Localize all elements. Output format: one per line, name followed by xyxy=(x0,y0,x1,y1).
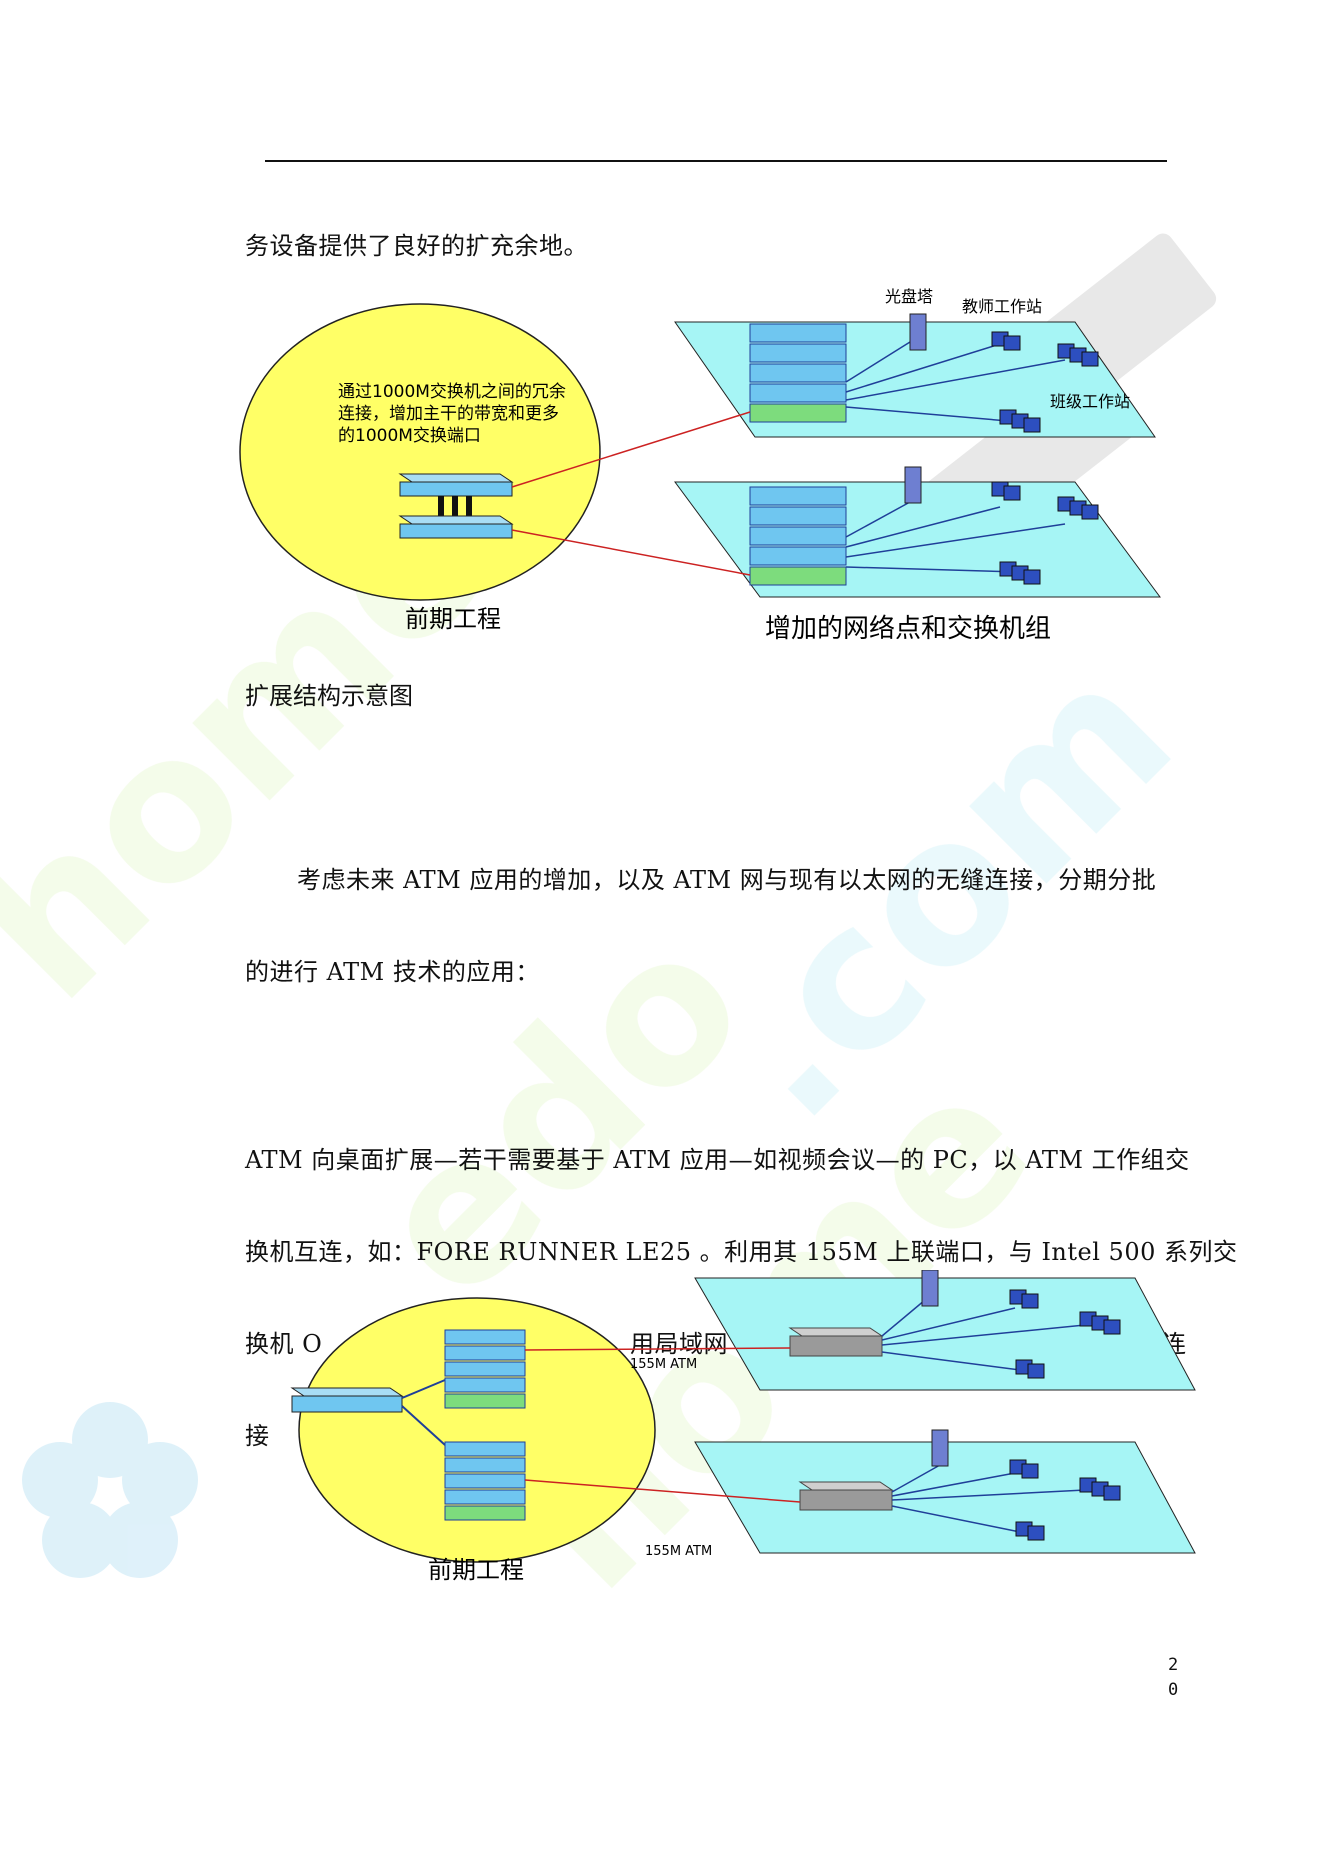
paragraph-text: 换机互连，如：FORE RUNNER LE25 。利用其 155M 上联端口，与… xyxy=(245,1238,1238,1266)
page-number-line-2: 0 xyxy=(1168,1680,1179,1700)
atm-server-icon-2 xyxy=(931,1429,949,1467)
paragraph-text: 接 xyxy=(245,1422,270,1450)
atm-core-ellipse xyxy=(298,1297,656,1563)
switch-stack-bottom xyxy=(749,486,847,586)
flower-logo-icon xyxy=(22,1402,198,1578)
atm-diagram: 155M ATM 155M ATM 前期工程 xyxy=(290,1270,1196,1584)
atm-workgroup-switch-bottom xyxy=(798,1481,894,1511)
expansion-diagram: 通过1000M交换机之间的冗余 连接，增加主干的带宽和更多 的1000M交换端口… xyxy=(239,287,1161,644)
atm-switch-stack-bottom xyxy=(444,1441,526,1521)
header-rule xyxy=(265,160,1167,162)
paragraph-text: 换机 O xyxy=(245,1330,323,1358)
core-ellipse xyxy=(239,303,601,601)
link-core-bottom xyxy=(511,529,751,576)
switch-stack-top xyxy=(749,323,847,423)
label-teacher: 教师工作站 xyxy=(962,297,1042,316)
atm-core-switch xyxy=(290,1387,404,1413)
paragraph-text: 用局域网 xyxy=(630,1330,728,1358)
atm-platform-top xyxy=(694,1277,1196,1391)
label-server: 光盘塔 xyxy=(885,287,933,306)
left-label: 前期工程 xyxy=(405,605,501,633)
ellipse-note-line-3: 的1000M交换端口 xyxy=(338,426,481,446)
atm-link-bottom xyxy=(524,1479,801,1503)
paragraph-text: ATM 向桌面扩展—若干需要基于 ATM 应用—如视频会议—的 PC，以 ATM… xyxy=(245,1146,1190,1174)
page-number: 2 0 xyxy=(1168,1653,1178,1703)
atm-workgroup-switch-top xyxy=(788,1327,884,1357)
core-switch-bottom xyxy=(398,515,514,539)
atm-link-label-top: 155M ATM xyxy=(630,1357,697,1372)
atm-link-label-bottom: 155M ATM xyxy=(645,1544,712,1559)
link-core-top xyxy=(511,411,751,488)
atm-server-icon xyxy=(921,1270,939,1307)
label-class: 班级工作站 xyxy=(1050,392,1130,411)
server-icon-2 xyxy=(904,466,922,504)
figure-caption: 扩展结构示意图 xyxy=(245,682,413,710)
server-icon xyxy=(909,313,927,351)
atm-switch-stack-top xyxy=(444,1329,526,1409)
atm-left-label: 前期工程 xyxy=(428,1556,524,1584)
core-switch-top xyxy=(398,473,514,497)
ellipse-note-line-1: 通过1000M交换机之间的冗余 xyxy=(338,382,566,402)
ellipse-note-line-2: 连接，增加主干的带宽和更多 xyxy=(338,404,559,424)
page-number-line-1: 2 xyxy=(1168,1655,1179,1675)
pc-group-icon xyxy=(991,331,1099,433)
right-label: 增加的网络点和交换机组 xyxy=(765,614,1051,644)
paragraph-text: 的进行 ATM 技术的应用： xyxy=(245,958,540,986)
paragraph-text: 考虑未来 ATM 应用的增加，以及 ATM 网与现有以太网的无缝连接，分期分批 xyxy=(297,866,1157,894)
pc-group-icon-2 xyxy=(991,481,1099,585)
paragraph-text: 务设备提供了良好的扩充余地。 xyxy=(245,232,588,260)
atm-pc-group-icon xyxy=(1009,1289,1121,1541)
atm-link-top xyxy=(524,1347,791,1351)
